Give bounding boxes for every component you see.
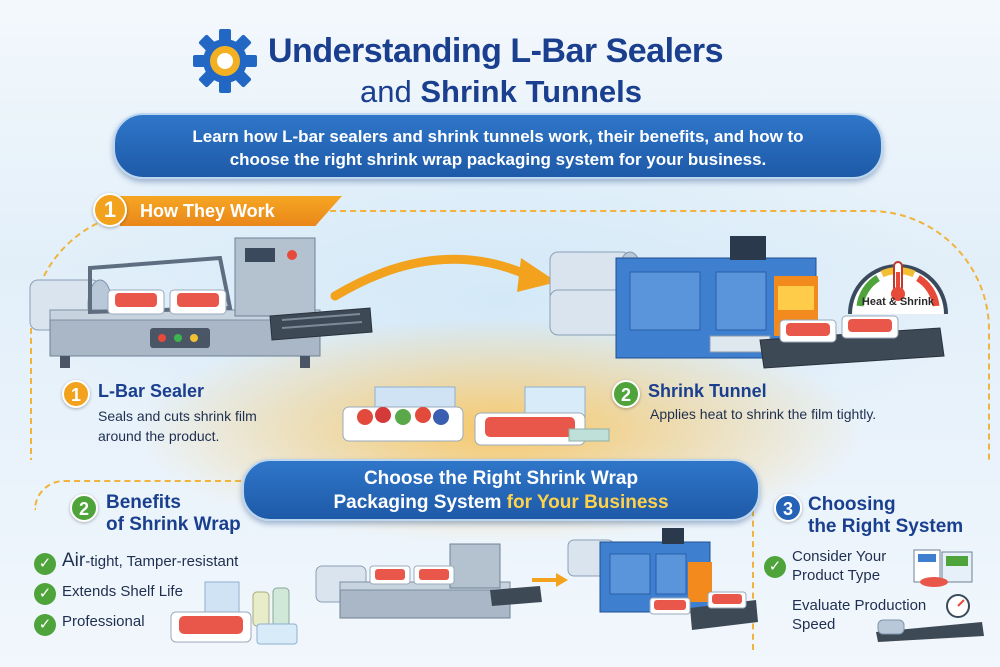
choosing-item-line2: Product Type bbox=[792, 567, 881, 584]
benefits-number-badge: 2 bbox=[70, 494, 98, 522]
choose-banner-highlight: for Your Business bbox=[506, 492, 669, 513]
choosing-item-line2: Speed bbox=[792, 616, 836, 633]
checkmark-icon: ✓ bbox=[764, 556, 786, 578]
dashed-divider-right bbox=[752, 500, 754, 650]
tunnel-description: Applies heat to shrink the film tightly. bbox=[650, 406, 877, 422]
choose-banner-line1: Choose the Right Shrink Wrap bbox=[363, 468, 639, 489]
choose-banner-prefix: Packaging System bbox=[333, 492, 502, 513]
choosing-title-line1: Choosing bbox=[808, 494, 896, 515]
lbar-title: L-Bar Sealer bbox=[98, 381, 205, 401]
page-title-line1: Understanding L-Bar Sealers bbox=[268, 32, 724, 70]
packaged-products-illustration bbox=[342, 386, 610, 446]
tunnel-number-badge: 2 bbox=[612, 380, 640, 408]
choosing-item-line1: Consider Your bbox=[792, 548, 887, 565]
checkmark-icon: ✓ bbox=[34, 614, 56, 636]
benefits-title-line2: of Shrink Wrap bbox=[106, 514, 241, 535]
subtitle-line1: Learn how L-bar sealers and shrink tunne… bbox=[192, 127, 804, 146]
benefit-item: Air-tight, Tamper-resistant bbox=[62, 550, 238, 572]
benefit-item: Extends Shelf Life bbox=[62, 583, 183, 600]
benefit-item-lead: Air bbox=[62, 550, 86, 571]
product-bottles-illustration bbox=[170, 581, 298, 645]
lbar-desc-line1: Seals and cuts shrink film bbox=[98, 408, 257, 424]
dashed-path-top bbox=[30, 210, 990, 460]
l-bar-sealer-illustration bbox=[29, 237, 373, 368]
packaging-line-illustration bbox=[315, 528, 758, 630]
page-title-line2: and Shrink Tunnels bbox=[360, 74, 680, 110]
process-arrow-icon bbox=[330, 254, 557, 301]
subtitle-line2: choose the right shrink wrap packaging s… bbox=[229, 150, 767, 169]
choosing-item: Evaluate Production Speed bbox=[792, 596, 926, 634]
checkmark-icon: ✓ bbox=[34, 583, 56, 605]
subtitle-banner: Learn how L-bar sealers and shrink tunne… bbox=[113, 113, 883, 179]
choose-banner: Choose the Right Shrink Wrap Packaging S… bbox=[242, 459, 760, 521]
choose-banner-line2: Packaging System for Your Business bbox=[244, 491, 758, 515]
choosing-item: Consider Your Product Type bbox=[792, 547, 886, 585]
benefits-title-line1: Benefits bbox=[106, 492, 181, 513]
lbar-description: Seals and cuts shrink film around the pr… bbox=[98, 406, 298, 446]
lbar-desc-line2: around the product. bbox=[98, 428, 220, 444]
benefit-item-text: -tight, Tamper-resistant bbox=[85, 553, 239, 570]
section-how-label: How They Work bbox=[120, 196, 342, 226]
heat-shrink-label: Heat & Shrink bbox=[861, 296, 935, 308]
thermometer-gauge-icon bbox=[848, 261, 948, 315]
lbar-number-badge: 1 bbox=[62, 380, 90, 408]
benefit-item: Professional bbox=[62, 613, 145, 630]
speedometer-conveyor-icon bbox=[876, 594, 984, 642]
gear-icon bbox=[193, 29, 257, 93]
choosing-title-line2: the Right System bbox=[808, 516, 964, 537]
tunnel-title: Shrink Tunnel bbox=[648, 381, 767, 401]
title-prefix: and bbox=[360, 74, 412, 109]
choosing-number-badge: 3 bbox=[774, 494, 802, 522]
checkmark-icon: ✓ bbox=[34, 553, 56, 575]
section-how-number: 1 bbox=[93, 193, 127, 227]
choosing-item-line1: Evaluate Production bbox=[792, 597, 927, 614]
product-documents-icon bbox=[913, 549, 973, 587]
title-bold: Shrink Tunnels bbox=[420, 74, 642, 109]
shrink-tunnel-illustration bbox=[549, 236, 945, 369]
